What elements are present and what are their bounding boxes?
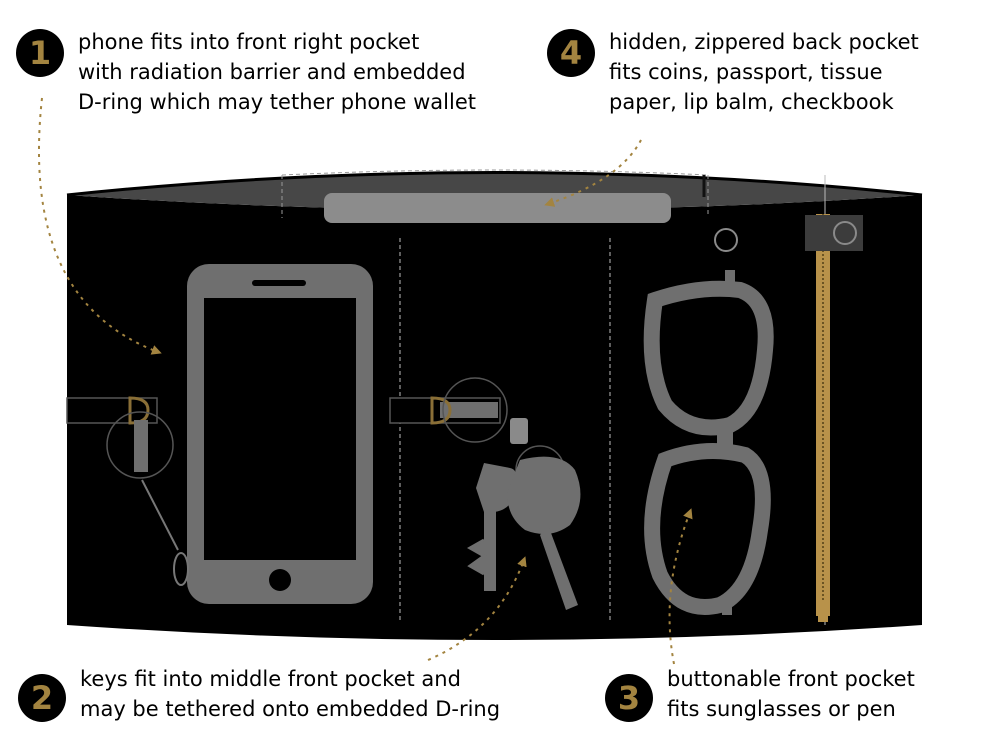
callout-number-badge: 2 xyxy=(18,674,66,722)
button-icon xyxy=(714,228,738,252)
callout-text: keys fit into middle front pocket and ma… xyxy=(80,667,501,721)
keys-icon xyxy=(389,377,581,610)
phone-icon xyxy=(187,264,373,604)
callout-3-glasses-pocket: 3 buttonable front pocket fits sunglasse… xyxy=(605,664,915,724)
d-ring-icon xyxy=(66,396,189,586)
callout-1-phone-pocket: 1 phone fits into front right pocket wit… xyxy=(16,27,476,117)
callout-2-keys-pocket: 2 keys fit into middle front pocket and … xyxy=(18,664,500,724)
callout-text: buttonable front pocket fits sunglasses … xyxy=(667,667,915,721)
callout-text: phone fits into front right pocket with … xyxy=(78,30,476,114)
back-pocket-panel xyxy=(324,193,671,223)
callout-number-badge: 4 xyxy=(547,29,595,77)
sunglasses-icon xyxy=(643,280,774,615)
callout-text: hidden, zippered back pocket fits coins,… xyxy=(609,30,919,114)
callout-4-back-pocket: 4 hidden, zippered back pocket fits coin… xyxy=(547,27,919,117)
zipper-icon xyxy=(805,214,863,622)
callout-number-badge: 1 xyxy=(16,29,64,77)
callout-number-badge: 3 xyxy=(605,674,653,722)
pointer-arrows xyxy=(38,97,693,665)
